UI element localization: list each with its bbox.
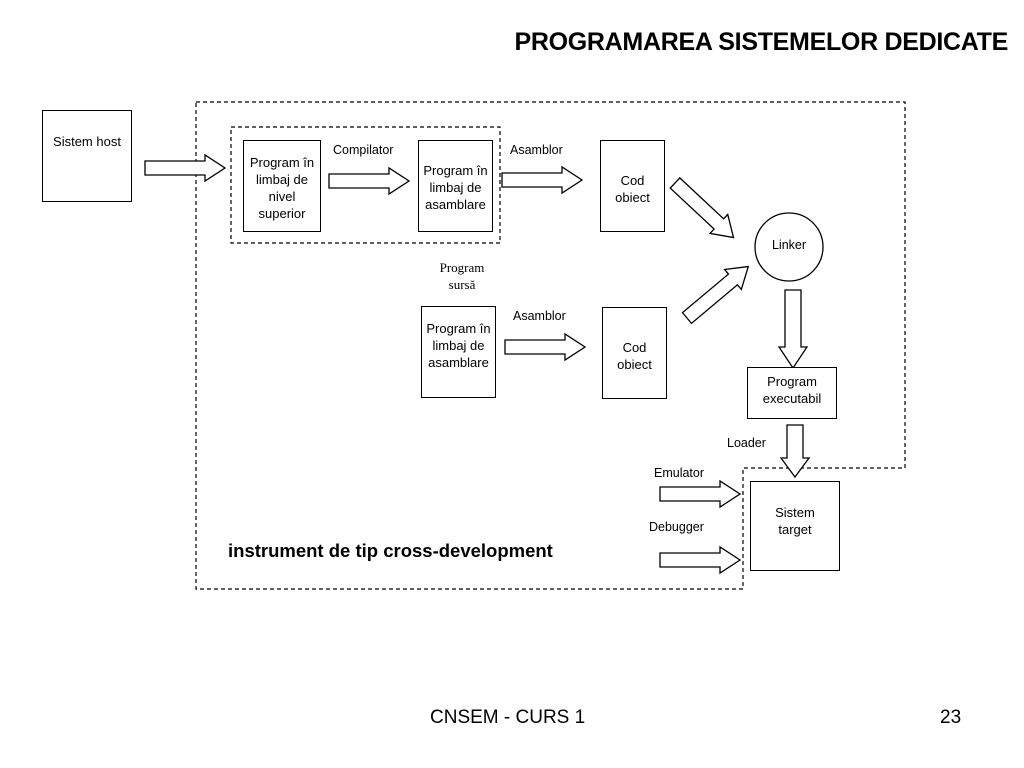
cod-bottom-to-linker-arrow [681,265,750,325]
sistem-host-label: Sistem host [53,134,121,149]
slide-title: PROGRAMAREA SISTEMELOR DEDICATE [514,28,1009,56]
compilator-label: Compilator [333,143,394,157]
program-asamblare-top-line-3: asamblare [425,197,486,212]
program-nivel-superior-line-3: nivel [268,189,296,204]
program-nivel-superior-box: Program în limbaj de nivel superior [243,140,321,232]
cross-development-caption: instrument de tip cross-development [228,540,553,561]
program-sursa-line-2: sursă [448,277,476,292]
program-executabil-box: Program executabil [747,367,837,419]
debugger-arrow [659,545,742,575]
program-asamblare-bottom-box: Program în limbaj de asamblare [421,306,496,398]
program-asamblare-bottom-line-2: limbaj de [432,338,485,353]
sistem-host-box: Sistem host [42,110,132,202]
cod-obiect-bottom-line-2: obiect [617,357,652,372]
linker-to-executabil-arrow [777,289,809,370]
cod-obiect-bottom-line-1: Cod [622,340,647,355]
cod-obiect-top-box: Cod obiect [600,140,665,232]
asamblor-bottom-arrow [504,332,587,362]
emulator-arrow [659,479,742,509]
loader-label: Loader [727,436,766,450]
host-to-program-arrow [144,153,227,183]
linker-circle [754,212,824,282]
program-executabil-line-2: executabil [762,391,822,406]
program-nivel-superior-line-2: limbaj de [255,172,309,187]
program-sursa-group-boundary [230,126,501,244]
program-sursa-label: Program sursă [422,259,502,293]
asamblor-top-arrow [501,165,584,195]
program-asamblare-top-box: Program în limbaj de asamblare [418,140,493,232]
program-asamblare-bottom-line-3: asamblare [428,355,489,370]
program-asamblare-top-line-1: Program în [423,163,488,178]
cod-obiect-top-line-1: Cod [620,173,645,188]
sistem-target-line-2: target [778,522,812,537]
footer-course: CNSEM - CURS 1 [430,707,586,728]
sistem-target-box: Sistem target [750,481,840,571]
emulator-label: Emulator [654,466,705,480]
cod-obiect-bottom-box: Cod obiect [602,307,667,399]
footer-page-number: 23 [940,707,962,728]
linker-label: Linker [771,238,807,252]
sistem-target-line-1: Sistem [775,505,815,520]
asamblor-top-label: Asamblor [510,143,563,157]
debugger-label: Debugger [649,520,704,534]
program-asamblare-top-line-2: limbaj de [429,180,482,195]
loader-arrow [779,424,811,479]
cod-top-to-linker-arrow [669,176,735,239]
program-asamblare-bottom-line-1: Program în [426,321,491,336]
program-executabil-line-1: Program [767,374,817,389]
cross-development-boundary [195,101,906,590]
asamblor-bottom-label: Asamblor [513,309,566,323]
cod-obiect-top-line-2: obiect [615,190,650,205]
program-nivel-superior-line-4: superior [258,206,306,221]
program-nivel-superior-line-1: Program în [249,155,315,170]
compilator-arrow [328,166,411,196]
program-sursa-line-1: Program [439,260,485,275]
